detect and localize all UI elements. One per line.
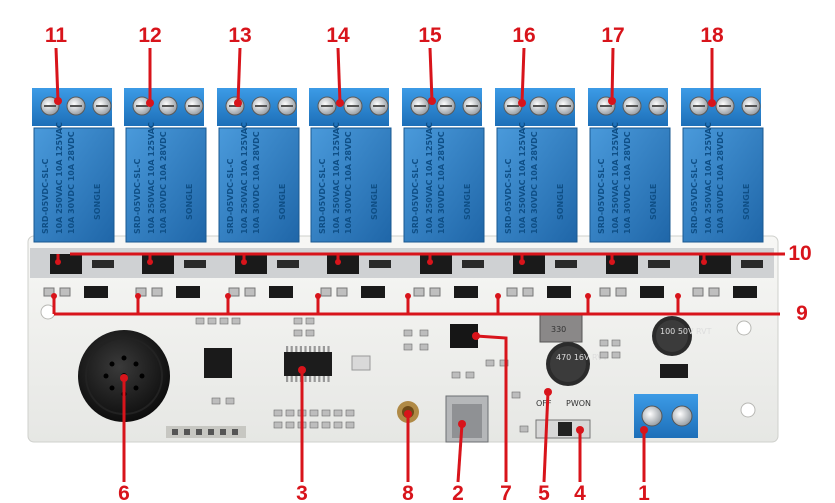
inductor-label: 330 [551,325,566,334]
inductor [539,313,583,343]
svg-text:SONGLE: SONGLE [93,184,102,220]
svg-text:10A 250VAC 10A 125VAC: 10A 250VAC 10A 125VAC [147,122,156,234]
callout-13: 13 [228,24,251,47]
led-7 [599,287,611,297]
led-3 [228,287,240,297]
mount-hole-right-top [736,320,752,336]
callout-4: 4 [574,482,586,503]
callout-8: 8 [402,482,414,503]
svg-text:10A 250VAC 10A 125VAC: 10A 250VAC 10A 125VAC [704,122,713,234]
svg-text:10A 30VDC 10A 28VDC: 10A 30VDC 10A 28VDC [252,131,261,234]
svg-text:PWON: PWON [566,399,591,408]
svg-text:470 16V RVT: 470 16V RVT [556,353,608,362]
header-pins [166,426,246,438]
svg-text:SONGLE: SONGLE [278,184,287,220]
transistor-5 [420,254,452,274]
transistor-8 [699,254,731,274]
transistor-3 [235,254,267,274]
callout-5: 5 [538,482,550,503]
svg-text:SRD-05VDC-SL-C: SRD-05VDC-SL-C [226,158,235,234]
svg-text:SONGLE: SONGLE [556,184,565,220]
svg-text:10A 30VDC 10A 28VDC: 10A 30VDC 10A 28VDC [623,131,632,234]
svg-text:SRD-05VDC-SL-C: SRD-05VDC-SL-C [318,158,327,234]
svg-text:SONGLE: SONGLE [185,184,194,220]
svg-text:OFF: OFF [536,399,552,408]
svg-text:10A 250VAC 10A 125VAC: 10A 250VAC 10A 125VAC [518,122,527,234]
pcb-board [27,235,779,443]
svg-text:10A 30VDC 10A 28VDC: 10A 30VDC 10A 28VDC [437,131,446,234]
callout-9: 9 [796,302,808,325]
svg-text:10A 30VDC 10A 28VDC: 10A 30VDC 10A 28VDC [344,131,353,234]
callout-10: 10 [788,242,811,265]
svg-text:10A 250VAC 10A 125VAC: 10A 250VAC 10A 125VAC [55,122,64,234]
svg-text:10A 30VDC 10A 28VDC: 10A 30VDC 10A 28VDC [67,131,76,234]
callout-6: 6 [118,482,130,503]
svg-text:10A 30VDC 10A 28VDC: 10A 30VDC 10A 28VDC [159,131,168,234]
callout-14: 14 [326,24,350,47]
svg-text:10A 30VDC 10A 28VDC: 10A 30VDC 10A 28VDC [716,131,725,234]
svg-text:10A 250VAC 10A 125VAC: 10A 250VAC 10A 125VAC [425,122,434,234]
callout-11: 11 [45,24,68,47]
svg-text:SRD-05VDC-SL-C: SRD-05VDC-SL-C [504,158,513,234]
callout-2: 2 [452,482,464,503]
crystal [351,355,371,371]
svg-text:SONGLE: SONGLE [463,184,472,220]
led-4 [320,287,332,297]
svg-text:10A 250VAC 10A 125VAC: 10A 250VAC 10A 125VAC [240,122,249,234]
svg-text:SRD-05VDC-SL-C: SRD-05VDC-SL-C [411,158,420,234]
cap-small: 470 16V RVT [546,342,608,386]
svg-text:SRD-05VDC-SL-C: SRD-05VDC-SL-C [597,158,606,234]
led-row [43,286,757,298]
callout-3: 3 [296,482,308,503]
led-8 [692,287,704,297]
led-5 [413,287,425,297]
led-6 [506,287,518,297]
diode [660,364,688,378]
svg-text:SONGLE: SONGLE [370,184,379,220]
callout-12: 12 [138,24,161,47]
svg-text:SRD-05VDC-SL-C: SRD-05VDC-SL-C [133,158,142,234]
cap-large: 100 50V RVT [652,316,712,356]
callout-1: 1 [638,482,650,503]
usb-c-port [445,395,489,443]
transistor-6 [513,254,545,274]
callout-17: 17 [601,24,624,47]
power-switch: OFF PWON [535,399,591,439]
ic-left [204,348,232,378]
mount-hole-right-bottom [740,402,756,418]
callout-7: 7 [500,482,512,503]
ic-main [284,352,332,376]
svg-text:SRD-05VDC-SL-C: SRD-05VDC-SL-C [41,158,50,234]
svg-text:10A 250VAC 10A 125VAC: 10A 250VAC 10A 125VAC [332,122,341,234]
transistor-1 [50,254,82,274]
transistor-4 [327,254,359,274]
callout-18: 18 [700,24,724,47]
svg-text:SONGLE: SONGLE [649,184,658,220]
svg-text:100 50V RVT: 100 50V RVT [660,327,712,336]
callout-15: 15 [418,24,442,47]
led-1 [43,287,55,297]
svg-text:SONGLE: SONGLE [742,184,751,220]
callout-16: 16 [512,24,535,47]
svg-text:10A 30VDC 10A 28VDC: 10A 30VDC 10A 28VDC [530,131,539,234]
svg-text:SRD-05VDC-SL-C: SRD-05VDC-SL-C [690,158,699,234]
callouts [51,47,785,483]
transistor-7 [606,254,638,274]
transistor-2 [142,254,174,274]
svg-text:10A 250VAC 10A 125VAC: 10A 250VAC 10A 125VAC [611,122,620,234]
